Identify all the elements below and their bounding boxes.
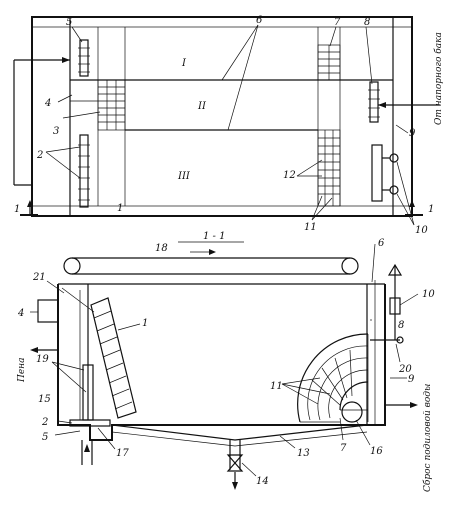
callout-6: 6 <box>256 15 263 26</box>
section-mark-right-label: 1 <box>428 204 434 215</box>
callout-20: 20 <box>398 364 412 375</box>
sloped-bottom-13 <box>111 424 368 441</box>
callout-11-top: 11 <box>304 222 317 233</box>
callout-16: 16 <box>370 446 383 457</box>
callout-18: 18 <box>155 243 168 254</box>
curved-lamella-11 <box>297 333 369 423</box>
callout-2-section: 2 <box>41 417 48 428</box>
callout-13: 13 <box>297 448 310 459</box>
callout-9-section: 9 <box>408 374 415 385</box>
callout-7-section: 7 <box>340 443 347 454</box>
section-mark-right: 1 <box>405 200 434 216</box>
callout-5: 5 <box>66 17 72 28</box>
top-view-inner-wall <box>31 26 413 207</box>
top-view: 1 1 I II III 5 6 7 8 4 3 <box>13 15 444 236</box>
callout-10-section: 10 <box>422 289 435 300</box>
inlet-arrow <box>62 57 70 63</box>
callout-4-section: 4 <box>17 308 24 319</box>
callout-5-section: 5 <box>42 432 48 443</box>
pressure-tank-text: От напорного бака <box>433 32 444 125</box>
callout-21: 21 <box>32 272 46 283</box>
pressure-tank-arrow <box>378 102 386 108</box>
section-mark-left-label: 1 <box>14 204 20 215</box>
scraper-chain-2 <box>78 134 90 208</box>
callout-14: 14 <box>256 476 269 487</box>
callout-17: 17 <box>116 448 129 459</box>
scraper-chain-8 <box>368 81 380 123</box>
sludge-outlet-arrow <box>232 482 238 490</box>
section-mark-left: 1 <box>14 200 38 216</box>
callout-10-top: 10 <box>415 225 428 236</box>
callout-1-section: 1 <box>142 318 148 329</box>
callout-19: 19 <box>36 354 49 365</box>
section-title: 1 - 1 <box>203 231 225 242</box>
drive-unit-10-section <box>370 263 404 344</box>
callout-7: 7 <box>334 17 341 28</box>
foam-collector-4 <box>37 299 59 323</box>
callout-8: 8 <box>364 17 370 28</box>
mesh-screen-left <box>97 79 126 131</box>
mesh-screen-top-right <box>317 44 341 81</box>
callout-15: 15 <box>38 394 51 405</box>
section-view: 1 - 1 <box>17 231 435 492</box>
callout-4: 4 <box>44 98 51 109</box>
zone-label-iii: III <box>177 171 191 182</box>
callout-3: 3 <box>53 126 59 137</box>
callout-8-section: 8 <box>398 320 404 331</box>
mesh-screen-bottom-right <box>317 129 341 207</box>
scraper-chain-5 <box>78 39 90 77</box>
callout-6-section: 6 <box>378 238 385 249</box>
callout-11-section: 11 <box>270 381 283 392</box>
skimmer-conveyor <box>63 249 359 275</box>
drive-unit-10 <box>371 144 399 202</box>
lamella-packet-1 <box>90 297 137 419</box>
zone-label-ii: II <box>197 101 207 112</box>
inlet-pipe-arrow <box>84 444 90 452</box>
callout-1-top: 1 <box>117 203 123 214</box>
callout-2: 2 <box>36 150 43 161</box>
callout-12: 12 <box>283 170 296 181</box>
zone-label-i: I <box>181 58 187 69</box>
callout-9-top: 9 <box>409 128 416 139</box>
top-view-outer-wall <box>31 16 413 217</box>
valve-14 <box>226 454 244 464</box>
discharge-text: Сброс подиловой воды <box>422 384 433 492</box>
tank-wall <box>57 284 386 441</box>
foam-text: Пена <box>17 358 27 383</box>
